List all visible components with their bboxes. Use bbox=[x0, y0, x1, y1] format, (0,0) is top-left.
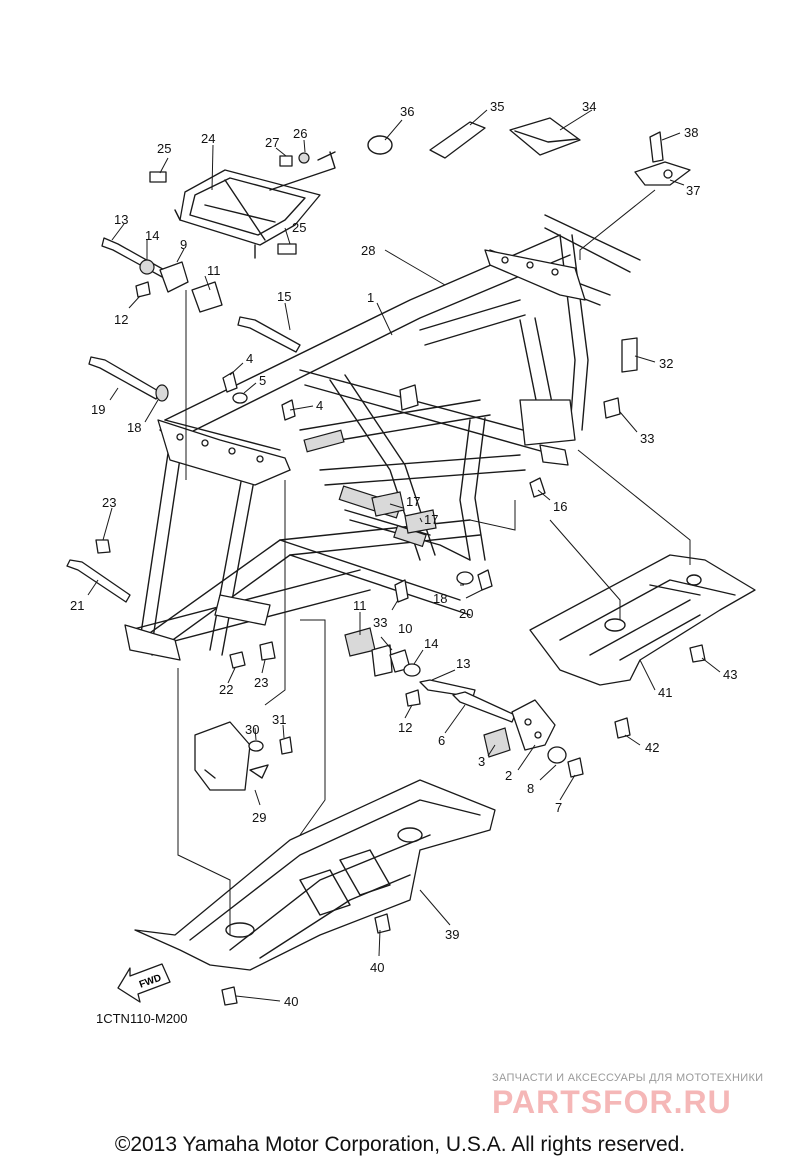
callout-23b: 23 bbox=[254, 675, 268, 690]
callout-40a: 40 bbox=[370, 960, 384, 975]
left-bolts bbox=[66, 237, 301, 669]
callout-17b: 17 bbox=[424, 512, 438, 527]
callout-12a: 12 bbox=[114, 312, 128, 327]
center-bushings bbox=[371, 397, 621, 603]
damper-25a bbox=[149, 171, 167, 183]
callout-2: 2 bbox=[505, 768, 512, 783]
diagram-code: 1CTN110-M200 bbox=[96, 1011, 188, 1026]
callout-37: 37 bbox=[686, 183, 700, 198]
callout-5: 5 bbox=[259, 373, 266, 388]
copyright-notice: ©2013 Yamaha Motor Corporation, U.S.A. A… bbox=[114, 1133, 686, 1156]
bolt-38 bbox=[649, 131, 664, 163]
cover-34 bbox=[509, 117, 581, 156]
callout-25b: 25 bbox=[292, 220, 306, 235]
bracket-35 bbox=[429, 121, 486, 159]
callout-25a: 25 bbox=[157, 141, 171, 156]
callout-31: 31 bbox=[272, 712, 286, 727]
skid-plate-39 bbox=[134, 779, 496, 1006]
callout-35: 35 bbox=[490, 99, 504, 114]
callout-11b: 11 bbox=[353, 598, 367, 613]
callout-43: 43 bbox=[723, 667, 737, 682]
callout-41: 41 bbox=[658, 685, 672, 700]
callout-30: 30 bbox=[245, 722, 259, 737]
bracket-24 bbox=[174, 169, 321, 259]
callout-1: 1 bbox=[367, 290, 374, 305]
callout-12b: 12 bbox=[398, 720, 412, 735]
callout-19: 19 bbox=[91, 402, 105, 417]
callout-4a: 4 bbox=[246, 351, 253, 366]
callout-17a: 17 bbox=[406, 494, 420, 509]
callout-22: 22 bbox=[219, 682, 233, 697]
o-ring-36 bbox=[367, 135, 393, 155]
callout-9: 9 bbox=[180, 237, 187, 252]
callout-32: 32 bbox=[659, 356, 673, 371]
callout-23a: 23 bbox=[102, 495, 116, 510]
callout-16: 16 bbox=[553, 499, 567, 514]
callout-33b: 33 bbox=[373, 615, 387, 630]
callout-33a: 33 bbox=[640, 431, 654, 446]
callout-3: 3 bbox=[478, 754, 485, 769]
callout-29: 29 bbox=[252, 810, 266, 825]
callout-24: 24 bbox=[201, 131, 215, 146]
callout-20: 20 bbox=[459, 606, 473, 621]
lower-mount-parts bbox=[344, 627, 584, 778]
mount-37 bbox=[634, 161, 691, 186]
damper-25b bbox=[277, 243, 297, 255]
callout-38: 38 bbox=[684, 125, 698, 140]
skid-plate-41 bbox=[529, 554, 756, 739]
callout-27: 27 bbox=[265, 135, 279, 150]
callout-36: 36 bbox=[400, 104, 414, 119]
callout-42: 42 bbox=[645, 740, 659, 755]
callout-numbers: 1 2 3 4 4 5 6 7 8 9 10 11 11 12 12 13 13… bbox=[70, 99, 737, 1009]
callout-40b: 40 bbox=[284, 994, 298, 1009]
bolt-27 bbox=[279, 155, 293, 167]
callout-leaders bbox=[87, 109, 721, 1002]
callout-10: 10 bbox=[398, 621, 412, 636]
callout-7: 7 bbox=[555, 800, 562, 815]
main-frame bbox=[124, 214, 641, 661]
nut-26 bbox=[298, 152, 310, 164]
watermark-subtitle: ЗАПЧАСТИ И АКСЕССУАРЫ ДЛЯ МОТОТЕХНИКИ bbox=[492, 1072, 764, 1084]
callout-28: 28 bbox=[361, 243, 375, 258]
callout-18b: 18 bbox=[433, 591, 447, 606]
callout-14b: 14 bbox=[424, 636, 438, 651]
fwd-arrow-icon: FWD bbox=[117, 963, 171, 1003]
callout-39: 39 bbox=[445, 927, 459, 942]
callout-13a: 13 bbox=[114, 212, 128, 227]
watermark-brand: PARTSFOR.RU bbox=[492, 1084, 732, 1120]
callout-26: 26 bbox=[293, 126, 307, 141]
callout-13b: 13 bbox=[456, 656, 470, 671]
callout-11a: 11 bbox=[207, 263, 221, 278]
cover-29 bbox=[194, 721, 251, 791]
callout-14a: 14 bbox=[145, 228, 159, 243]
callout-8: 8 bbox=[527, 781, 534, 796]
plate-32 bbox=[621, 337, 638, 373]
callout-6: 6 bbox=[438, 733, 445, 748]
callout-15: 15 bbox=[277, 289, 291, 304]
callout-18a: 18 bbox=[127, 420, 141, 435]
callout-34: 34 bbox=[582, 99, 596, 114]
callout-21: 21 bbox=[70, 598, 84, 613]
callout-4b: 4 bbox=[316, 398, 323, 413]
